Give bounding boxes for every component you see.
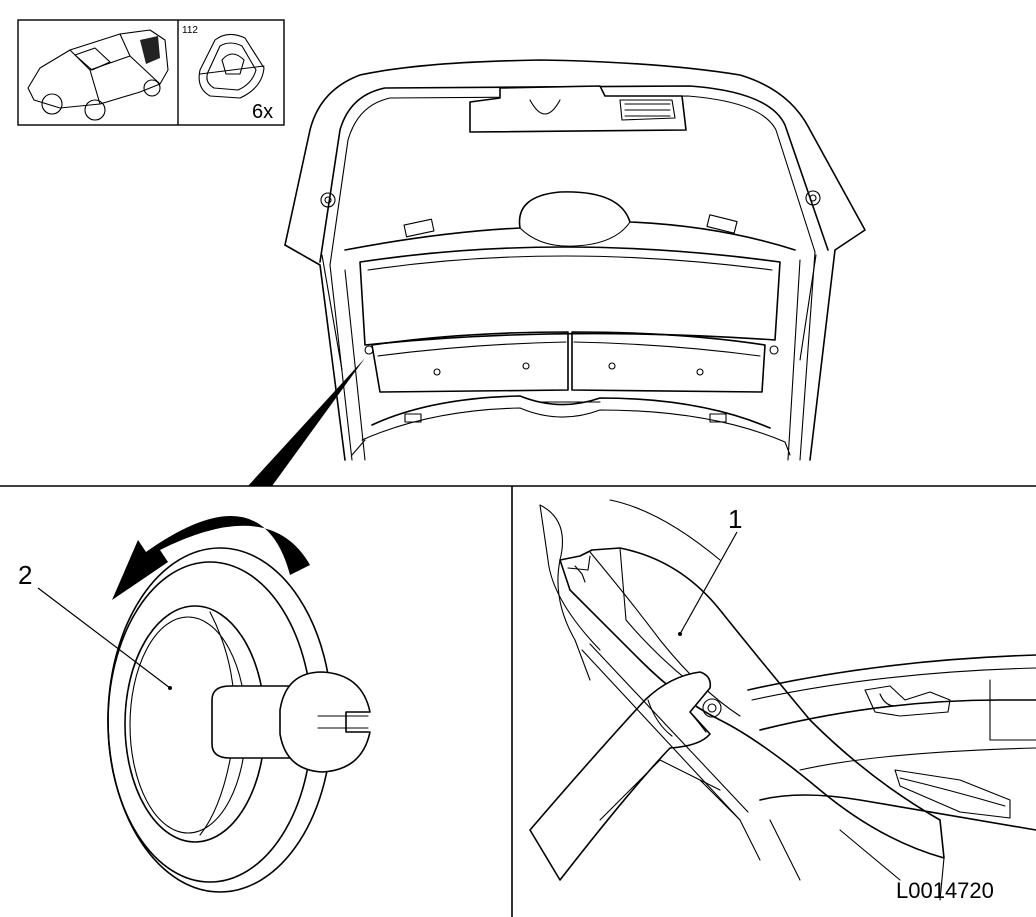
trim-clip-icon (198, 33, 265, 99)
callout-2: 2 (18, 560, 32, 590)
detail-pointer (248, 358, 365, 486)
callout-1: 1 (728, 504, 742, 534)
vehicle-location-icon (27, 29, 169, 121)
clip-detail (107, 547, 371, 893)
figure-code: L0014720 (896, 878, 994, 903)
rotate-arrow-icon (112, 516, 310, 600)
trim-removal-view (529, 499, 1036, 901)
page-ref: 112 (182, 25, 198, 36)
quantity-label: 6x (252, 101, 273, 123)
inset-box: 112 6x (17, 19, 285, 126)
tailgate-view (284, 59, 866, 461)
